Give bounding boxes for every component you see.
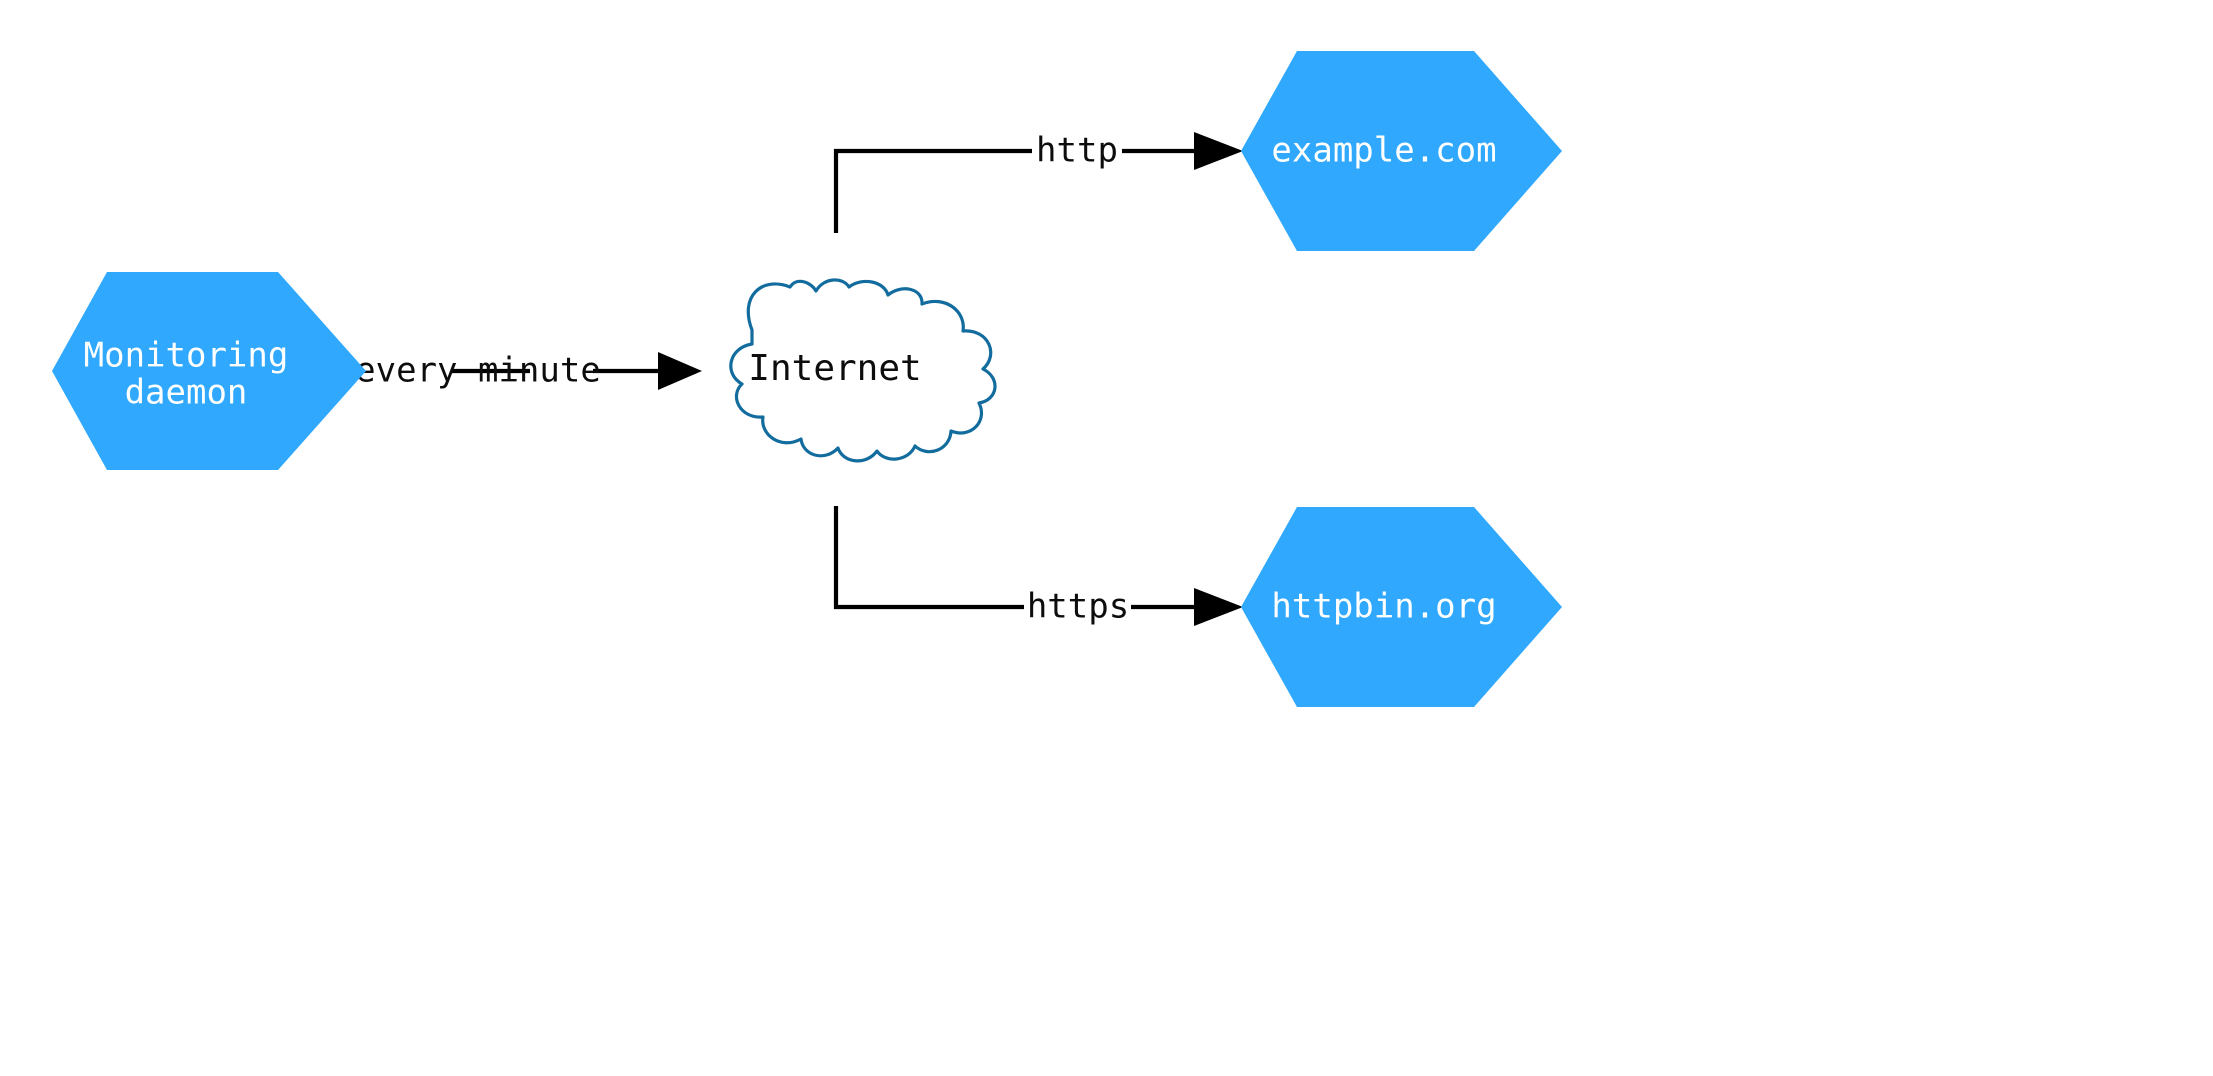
edge-label-every-minute: every minute [355, 351, 601, 391]
node-httpbin-org-hexagon[interactable] [1241, 507, 1562, 707]
edge-internet-to-httpbin: https [833, 506, 1243, 627]
node-internet-label: Internet [748, 348, 921, 389]
edge-internet-to-example-elbow [833, 148, 1032, 233]
edge-label-http: http [1036, 131, 1118, 171]
node-example-com-label: example.com [1271, 131, 1496, 171]
node-example-com-hexagon[interactable] [1241, 51, 1562, 251]
node-example-com[interactable]: example.com [1241, 51, 1562, 251]
edge-daemon-to-internet-arrowhead [658, 352, 702, 390]
edge-internet-to-httpbin-elbow [833, 506, 1024, 610]
edge-internet-to-example-arrowhead [1194, 132, 1243, 170]
edge-internet-to-httpbin-arrowhead [1194, 588, 1243, 626]
node-monitoring-daemon[interactable]: Monitoring daemon [52, 272, 366, 470]
edge-internet-to-example: http [833, 131, 1243, 233]
node-monitoring-daemon-hexagon[interactable] [52, 272, 366, 470]
node-internet[interactable]: Internet [729, 278, 997, 463]
node-monitoring-daemon-label-line2: daemon [125, 373, 248, 413]
edge-daemon-to-internet: every minute [355, 351, 702, 391]
node-httpbin-org[interactable]: httpbin.org [1241, 507, 1562, 707]
node-httpbin-org-label: httpbin.org [1271, 587, 1496, 627]
node-internet-cloud-shape[interactable] [729, 278, 997, 463]
edge-label-https: https [1027, 587, 1129, 627]
node-monitoring-daemon-label-line1: Monitoring [84, 336, 289, 376]
